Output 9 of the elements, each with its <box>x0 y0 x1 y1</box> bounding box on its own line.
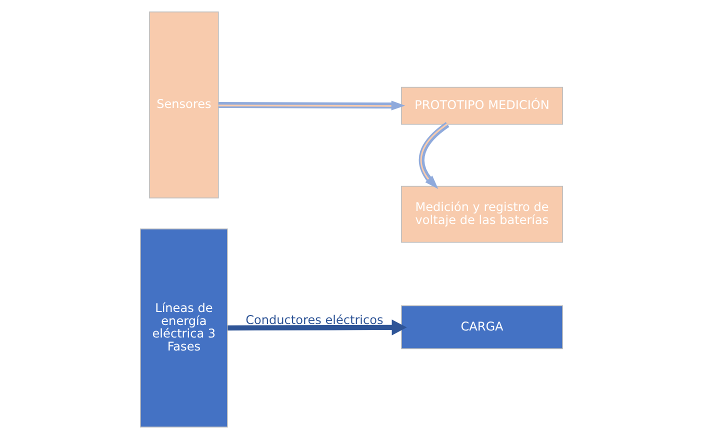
arrow <box>418 122 450 189</box>
arrow <box>218 100 406 110</box>
node-box: CARGA <box>401 305 563 350</box>
arrow <box>228 320 407 336</box>
node-box: PROTOTIPO MEDICIÓN <box>401 86 563 125</box>
node-box: Medición y registro de voltaje de las baterías <box>401 186 563 243</box>
edge-label: Conductores eléctricos <box>246 312 384 327</box>
node-box: Líneas de energía eléctrica 3 Fases <box>140 228 228 428</box>
node-box: Sensores <box>149 11 219 198</box>
